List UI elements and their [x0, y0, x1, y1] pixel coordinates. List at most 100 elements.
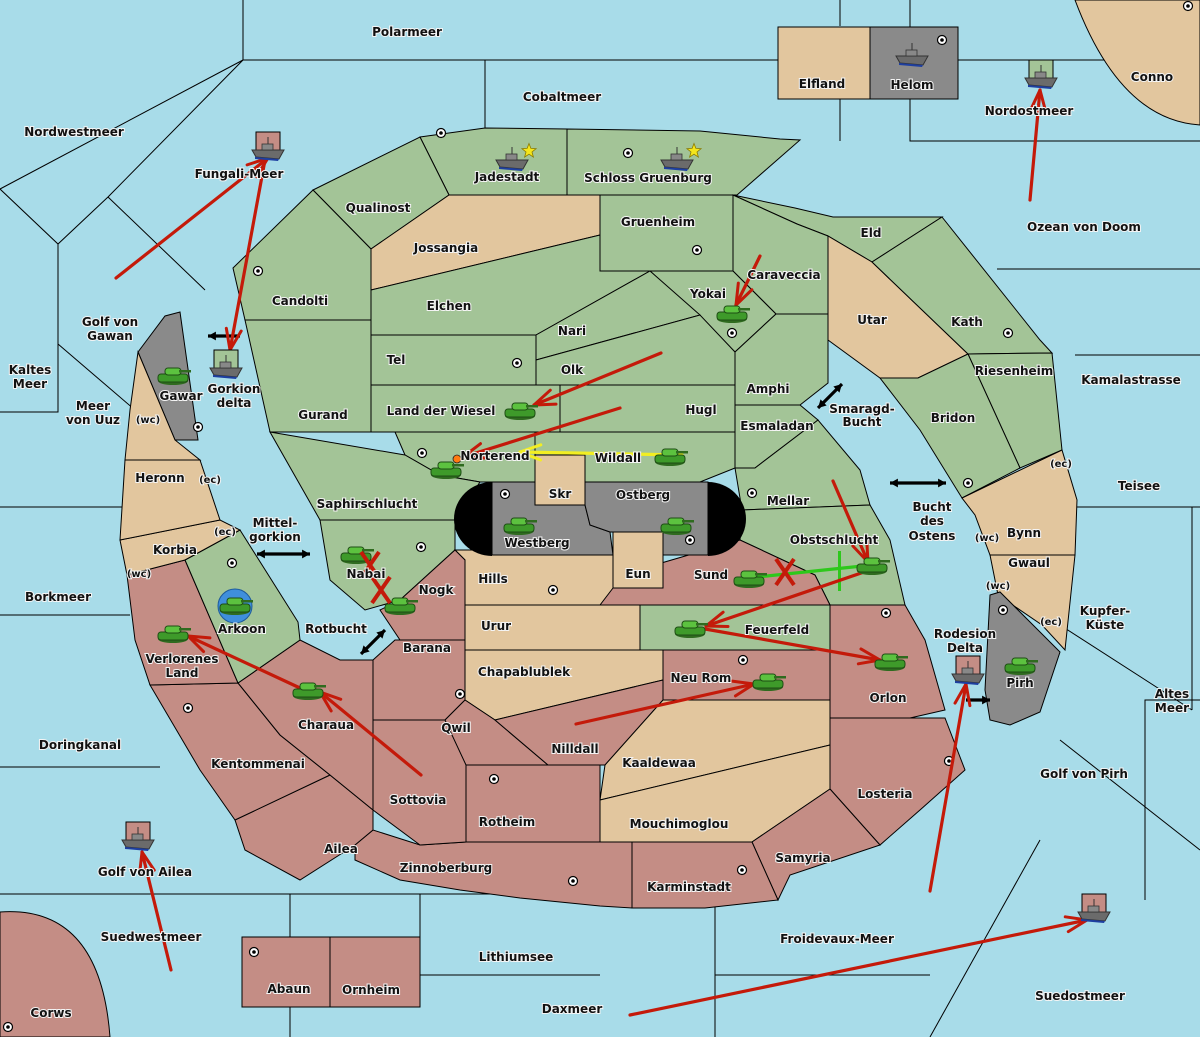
fleet-unit-gorkion-delta[interactable] — [209, 349, 243, 379]
province-label-elchen[interactable]: Elchen — [426, 298, 473, 314]
province-label-tel[interactable]: Tel — [386, 352, 407, 368]
province-label-nogk[interactable]: Nogk — [418, 582, 456, 598]
province-label-chapablublek[interactable]: Chapablublek — [477, 664, 572, 680]
province-shape-karminstadt[interactable] — [631, 841, 779, 909]
province-label-korbia[interactable]: Korbia — [152, 542, 198, 558]
province-label-norterend[interactable]: Norterend — [459, 448, 530, 464]
province-label-amphi[interactable]: Amphi — [745, 381, 790, 397]
army-unit-charaua[interactable] — [292, 682, 326, 700]
province-label-olk[interactable]: Olk — [560, 362, 585, 378]
province-shape-candolti[interactable] — [232, 189, 372, 321]
province-label-corws[interactable]: Corws — [29, 1005, 72, 1021]
fleet-unit-rodesion-delta[interactable] — [951, 655, 985, 685]
province-label-losteria[interactable]: Losteria — [856, 786, 913, 802]
province-label-heronn[interactable]: Heronn — [134, 470, 185, 486]
province-label-gurand[interactable]: Gurand — [297, 407, 349, 423]
province-label-pirh[interactable]: Pirh — [1005, 675, 1034, 691]
fleet-unit-nordostmeer[interactable] — [1024, 59, 1058, 89]
province-label-abaun[interactable]: Abaun — [266, 981, 311, 997]
army-unit-westberg[interactable] — [503, 517, 537, 535]
province-label-samyria[interactable]: Samyria — [774, 850, 831, 866]
province-label-esmaladan[interactable]: Esmaladan — [739, 418, 814, 434]
province-shape-zinnoberburg[interactable] — [354, 829, 633, 909]
province-shape-conno[interactable] — [1074, 0, 1200, 126]
province-label-obstschlucht[interactable]: Obstschlucht — [789, 532, 880, 548]
province-label-caraveccia[interactable]: Caraveccia — [746, 267, 821, 283]
province-label-land[interactable]: Land — [165, 665, 200, 681]
province-label-sund[interactable]: Sund — [693, 567, 729, 583]
province-label-rotheim[interactable]: Rotheim — [478, 814, 537, 830]
province-label-urur[interactable]: Urur — [480, 618, 512, 634]
province-label-eun[interactable]: Eun — [624, 566, 651, 582]
army-unit-orlon[interactable] — [874, 653, 908, 671]
province-label-sottovia[interactable]: Sottovia — [389, 792, 448, 808]
fleet-unit-jadestadt[interactable] — [495, 142, 538, 172]
province-label-gwaul[interactable]: Gwaul — [1007, 555, 1051, 571]
province-shape-gwaul[interactable] — [989, 554, 1076, 652]
province-label-bynn[interactable]: Bynn — [1006, 525, 1042, 541]
province-label-ailea[interactable]: Ailea — [323, 841, 359, 857]
army-unit-obstschlucht[interactable] — [856, 557, 890, 575]
province-label-feuerfeld[interactable]: Feuerfeld — [744, 622, 811, 638]
army-unit-verlorenes-land[interactable] — [157, 625, 191, 643]
province-label-charaua[interactable]: Charaua — [297, 717, 355, 733]
army-unit-wildall[interactable] — [654, 448, 688, 466]
army-unit-neu-rom[interactable] — [752, 673, 786, 691]
province-label-westberg[interactable]: Westberg — [503, 535, 570, 551]
province-label-jadestadt[interactable]: Jadestadt — [473, 169, 541, 185]
province-shape-ornheim[interactable] — [329, 936, 421, 1008]
province-label-utar[interactable]: Utar — [856, 312, 888, 328]
army-unit-gawar[interactable] — [157, 367, 191, 385]
province-label-qwil[interactable]: Qwil — [440, 720, 472, 736]
province-label-hills[interactable]: Hills — [477, 571, 509, 587]
army-unit-pirh[interactable] — [1004, 657, 1038, 675]
province-label-gawar[interactable]: Gawar — [158, 388, 203, 404]
province-shape-elfland[interactable] — [777, 26, 871, 100]
army-unit-feuerfeld[interactable] — [674, 620, 708, 638]
army-unit-land-der-wiesel[interactable] — [504, 402, 538, 420]
army-unit-sund[interactable] — [733, 570, 767, 588]
army-unit-yokai[interactable] — [716, 305, 750, 323]
province-label-land-der-wiesel[interactable]: Land der Wiesel — [386, 403, 497, 419]
province-label-qualinost[interactable]: Qualinost — [345, 200, 412, 216]
province-label-karminstadt[interactable]: Karminstadt — [646, 879, 732, 895]
province-label-jossangia[interactable]: Jossangia — [412, 240, 479, 256]
province-label-neu-rom[interactable]: Neu Rom — [670, 670, 733, 686]
province-label-wildall[interactable]: Wildall — [594, 450, 642, 466]
province-label-mouchimoglou[interactable]: Mouchimoglou — [629, 816, 730, 832]
province-label-mellar[interactable]: Mellar — [766, 493, 810, 509]
province-label-yokai[interactable]: Yokai — [688, 286, 727, 302]
province-label-verlorenes[interactable]: Verlorenes — [145, 651, 220, 667]
province-shape-ostberg[interactable] — [584, 481, 709, 556]
province-label-schloss-gruenburg[interactable]: Schloss Gruenburg — [583, 170, 713, 186]
fleet-unit-helom[interactable] — [895, 43, 929, 67]
province-label-orlon[interactable]: Orlon — [868, 690, 907, 706]
province-shape-gruenheim[interactable] — [599, 194, 734, 272]
fleet-unit-suedostmeer[interactable] — [1077, 893, 1111, 923]
province-label-nilldall[interactable]: Nilldall — [550, 741, 599, 757]
province-shape-corws[interactable] — [0, 911, 111, 1037]
fleet-unit-fungali-meer[interactable] — [251, 131, 285, 161]
province-label-candolti[interactable]: Candolti — [271, 293, 329, 309]
province-shape-bridon[interactable] — [878, 353, 1021, 499]
province-label-barana[interactable]: Barana — [402, 640, 452, 656]
fleet-unit-golf-von-ailea[interactable] — [121, 821, 155, 851]
province-label-arkoon[interactable]: Arkoon — [217, 621, 267, 637]
province-label-nabai[interactable]: Nabai — [346, 566, 387, 582]
province-label-kaaldewaa[interactable]: Kaaldewaa — [621, 755, 697, 771]
province-label-ornheim[interactable]: Ornheim — [341, 982, 401, 998]
province-shape-rotheim[interactable] — [465, 764, 601, 843]
province-label-skr[interactable]: Skr — [548, 486, 573, 502]
province-label-bridon[interactable]: Bridon — [930, 410, 977, 426]
province-label-ostberg[interactable]: Ostberg — [615, 487, 671, 503]
fleet-unit-schloss-gruenburg[interactable] — [660, 142, 703, 172]
province-shape-kath[interactable] — [871, 216, 1054, 355]
province-label-saphirschlucht[interactable]: Saphirschlucht — [316, 496, 419, 512]
army-unit-norterend[interactable] — [430, 461, 464, 479]
army-unit-nogk[interactable] — [384, 597, 418, 615]
province-label-kath[interactable]: Kath — [950, 314, 984, 330]
province-label-gruenheim[interactable]: Gruenheim — [620, 214, 696, 230]
province-label-zinnoberburg[interactable]: Zinnoberburg — [399, 860, 493, 876]
province-shape-gawar-south[interactable] — [124, 350, 202, 461]
